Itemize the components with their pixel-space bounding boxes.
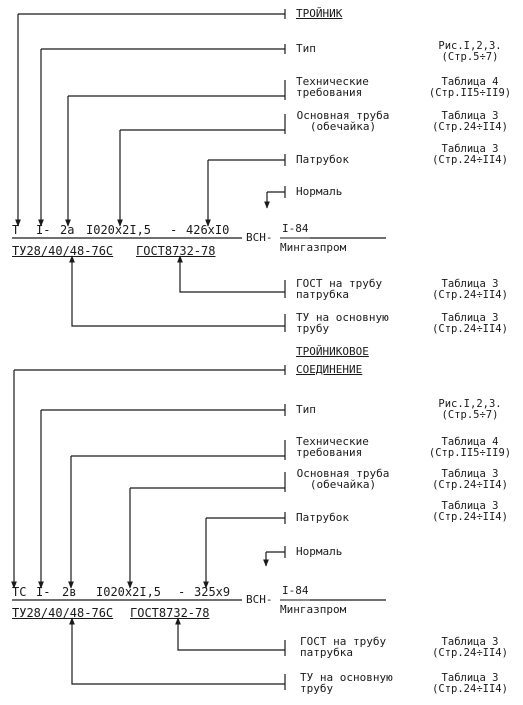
leader-tu-2 [69,617,285,685]
vsn-org-2: Мингазпром [280,603,347,616]
item-type-ref-2-b: (Стр.5÷7) [441,409,499,421]
item-tu-ref-1-a: Таблица 3 [441,312,499,324]
item-tu-ref-2-b: (Стр.24÷II4) [432,683,508,695]
leader-tu-1 [69,255,285,327]
code-dash-1: - [170,223,178,237]
diagram-2-title-b: СОЕДИНЕНИЕ [296,363,363,376]
item-main-pipe-label-2-b: (обечайка) [309,478,377,491]
item-tech-ref-2-b: (Стр.II5÷II9) [428,447,512,459]
item-type-ref-1-a: Рис.I,2,3. [438,40,502,52]
code-branch-2: 325x9 [194,585,231,599]
leader-gost-2 [175,617,285,651]
item-gost-label-1-a: ГОСТ на трубу [296,277,383,290]
code-variant-1: 2а [60,223,75,237]
item-branch-ref-2-a: Таблица 3 [441,500,499,512]
code-main-pipe-2: I020x2I,5 [96,585,162,599]
item-type-ref-1-b: (Стр.5÷7) [441,51,499,63]
diagram-1-title: ТРОЙНИК [296,7,343,20]
tu-code-2: ТУ28/40/48-76С [12,606,114,620]
item-tech-label-1-a: Технические [296,75,369,88]
item-tech-label-2-a: Технические [296,435,369,448]
item-branch-label-1: Патрубок [296,153,349,166]
item-gost-label-2-a: ГОСТ на трубу [300,635,387,648]
vsn-prefix-2: ВСН- [246,593,273,606]
code-main-pipe-1: I020x2I,5 [86,223,152,237]
item-tech-label-2-b: требования [296,446,363,459]
item-tech-ref-1-b: (Стр.II5÷II9) [428,87,512,99]
vsn-org-1: Мингазпром [280,241,347,254]
item-branch-ref-2-b: (Стр.24÷II4) [432,511,508,523]
item-gost-ref-2-a: Таблица 3 [441,636,499,648]
code-letter-2: ТС [12,585,27,599]
item-main-pipe-ref-1-a: Таблица 3 [441,110,499,122]
item-tech-label-1-b: требования [296,86,363,99]
vsn-number-2: I-84 [282,584,309,597]
item-gost-label-2-b: патрубка [300,646,353,659]
item-tech-ref-1-a: Таблица 4 [441,76,499,88]
item-main-pipe-label-1-b: (обечайка) [309,120,377,133]
code-branch-1: 426xI0 [186,223,230,237]
item-main-pipe-label-1-a: Основная труба [296,109,390,122]
item-tu-ref-1-b: (Стр.24÷II4) [432,323,508,335]
item-tu-label-1-a: ТУ на основную [296,311,389,324]
item-normal-label-2: Нормаль [296,545,343,558]
diagram-2-title-a: ТРОЙНИКОВОЕ [296,345,369,358]
item-gost-ref-2-b: (Стр.24÷II4) [432,647,508,659]
item-branch-label-2: Патрубок [296,511,349,524]
item-branch-ref-1-b: (Стр.24÷II4) [432,154,508,166]
item-tu-ref-2-a: Таблица 3 [441,672,499,684]
item-tu-label-1-b: трубу [296,322,330,335]
item-tu-label-2-b: трубу [300,682,334,695]
item-type-ref-2-a: Рис.I,2,3. [438,398,502,410]
tu-code-1: ТУ28/40/48-76С [12,244,114,258]
item-main-pipe-ref-1-b: (Стр.24÷II4) [432,121,508,133]
gost-code-1: ГОСТ8732-78 [136,244,216,258]
item-main-pipe-ref-2-a: Таблица 3 [441,468,499,480]
item-type-label-2: Тип [296,403,316,416]
item-gost-ref-1-b: (Стр.24÷II4) [432,289,508,301]
code-variant-2: 2в [62,585,77,599]
item-gost-label-1-b: патрубка [296,288,349,301]
item-type-label-1: Тип [296,42,316,55]
code-dash-2: - [178,585,186,599]
code-i-1: I- [36,223,51,237]
item-main-pipe-ref-2-b: (Стр.24÷II4) [432,479,508,491]
vsn-number-1: I-84 [282,222,309,235]
gost-code-2: ГОСТ8732-78 [130,606,210,620]
leader-gost-1 [177,255,285,293]
item-gost-ref-1-a: Таблица 3 [441,278,499,290]
item-tech-ref-2-a: Таблица 4 [441,436,499,448]
code-letter-1: Т [12,223,20,237]
item-branch-ref-1-a: Таблица 3 [441,143,499,155]
vsn-prefix-1: ВСН- [246,231,273,244]
item-tu-label-2-a: ТУ на основную [300,671,393,684]
code-i-2: I- [36,585,51,599]
item-main-pipe-label-2-a: Основная труба [296,467,390,480]
item-normal-label-1: Нормаль [296,185,343,198]
